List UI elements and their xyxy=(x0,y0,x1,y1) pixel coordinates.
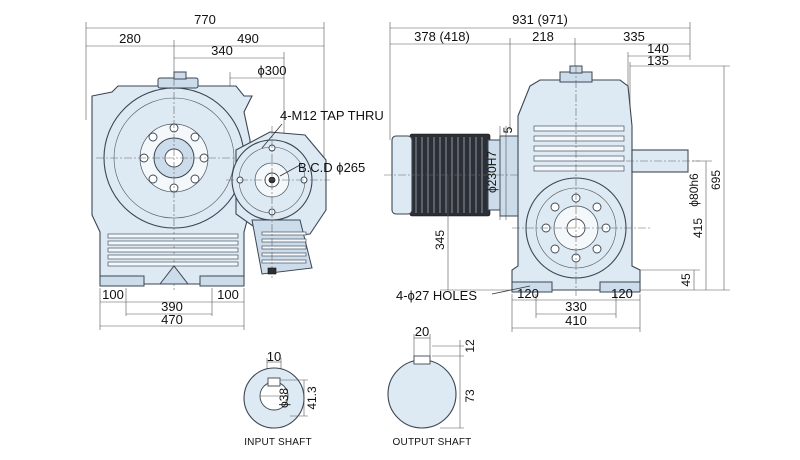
side-mid-length: 218 xyxy=(532,29,554,44)
tap-thread-label: 4-M12 TAP THRU xyxy=(280,108,384,123)
input-shaft-caption: INPUT SHAFT xyxy=(244,437,312,448)
holes-label: 4-ϕ27 HOLES xyxy=(396,288,477,303)
shaft-135: 135 xyxy=(647,53,669,68)
front-flange-dia: ϕ300 xyxy=(258,63,287,78)
front-base-width: 470 xyxy=(161,312,183,327)
side-base-right: 120 xyxy=(611,286,633,301)
side-base-left: 120 xyxy=(517,286,539,301)
output-shaft-caption: OUTPUT SHAFT xyxy=(393,437,472,448)
side-base-center: 330 xyxy=(565,299,587,314)
side-shaft-length: 335 xyxy=(623,29,645,44)
front-base-center: 390 xyxy=(161,299,183,314)
worm-ribs xyxy=(261,231,307,264)
output-key-width: 20 xyxy=(415,324,429,339)
side-overall-length: 931 (971) xyxy=(512,12,568,27)
input-key-width: 10 xyxy=(267,349,281,364)
front-base-right: 100 xyxy=(217,287,239,302)
input-shaft-detail xyxy=(243,358,308,429)
height-center: 415 xyxy=(691,218,705,238)
flange-depth: 5 xyxy=(501,126,515,133)
bcd-label: B.C.D ϕ265 xyxy=(298,160,365,175)
front-view xyxy=(85,22,330,330)
input-bore-dia: ϕ38 xyxy=(277,388,291,408)
front-offset: 340 xyxy=(211,43,233,58)
input-height: 41.3 xyxy=(305,386,319,410)
output-height: 73 xyxy=(463,389,477,403)
front-overall-width: 770 xyxy=(194,12,216,27)
output-shaft-detail xyxy=(387,334,464,429)
wheel-bolt-holes xyxy=(139,123,209,193)
height-total: 695 xyxy=(709,170,723,190)
motor-center-height: 345 xyxy=(433,230,447,250)
front-base-left: 100 xyxy=(102,287,124,302)
output-key-depth: 12 xyxy=(463,339,477,353)
front-right-width: 490 xyxy=(237,31,259,46)
side-view xyxy=(384,22,730,332)
base-height: 45 xyxy=(679,273,693,287)
side-ribs xyxy=(533,125,625,172)
side-motor-length: 378 (418) xyxy=(414,29,470,44)
flange-dia-label: ϕ230H7 xyxy=(485,151,499,193)
front-left-width: 280 xyxy=(119,31,141,46)
shaft-dia: ϕ80h6 xyxy=(687,173,701,207)
side-base-width: 410 xyxy=(565,313,587,328)
housing-ribs xyxy=(107,233,239,267)
shaft-140: 140 xyxy=(647,41,669,56)
